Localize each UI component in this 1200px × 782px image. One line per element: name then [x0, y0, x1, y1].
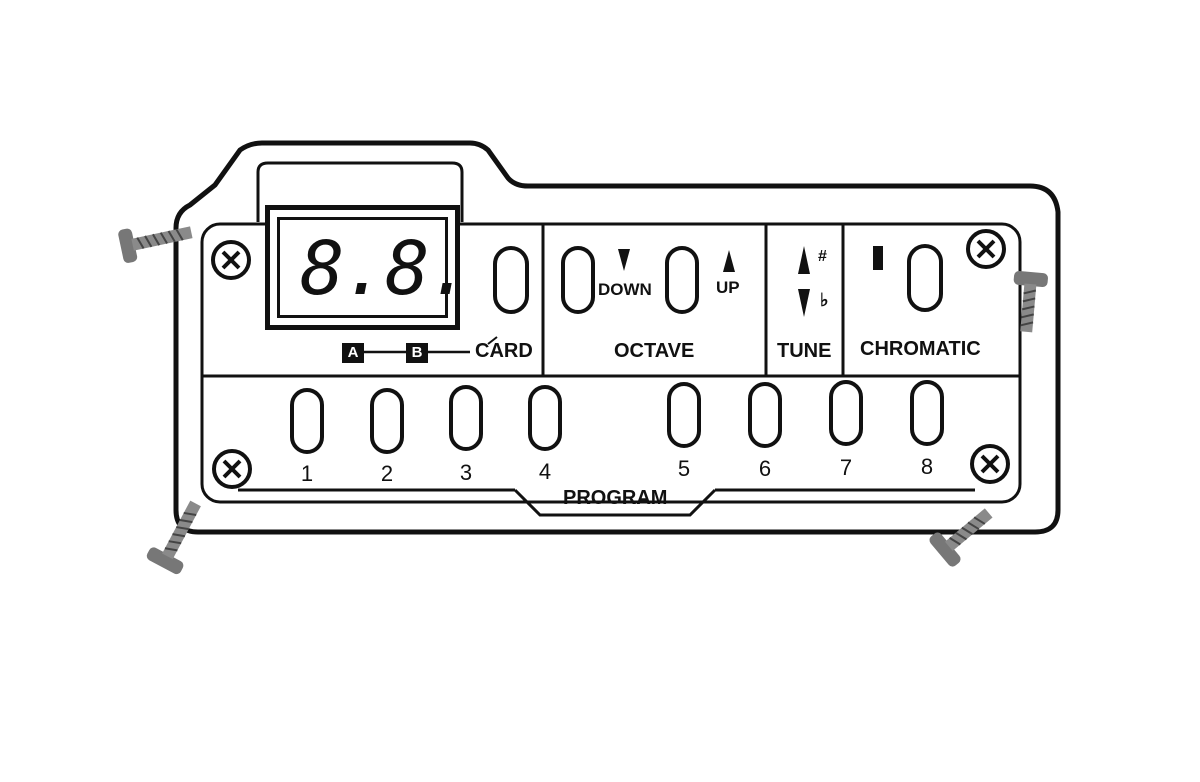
program-number-4: 4: [538, 459, 552, 484]
program-button-6[interactable]: [748, 382, 782, 448]
octave-down-label: DOWN: [598, 280, 652, 299]
program-title: PROGRAM: [563, 487, 668, 509]
program-number-7: 7: [839, 455, 853, 480]
tune-sharp-triangle-icon[interactable]: [798, 246, 810, 274]
led-display: 8.8.: [265, 205, 472, 330]
program-number-5: 5: [677, 456, 691, 481]
octave-down-button[interactable]: [561, 246, 595, 314]
octave-title: OCTAVE: [614, 340, 695, 362]
octave-up-button[interactable]: [665, 246, 699, 314]
tune-title: TUNE: [777, 340, 832, 362]
triangle-up-icon: [723, 250, 735, 272]
program-button-1[interactable]: [290, 388, 324, 454]
card-label: CARD: [475, 340, 533, 362]
program-button-2[interactable]: [370, 388, 404, 454]
program-button-7[interactable]: [829, 380, 863, 446]
chromatic-button[interactable]: [907, 244, 943, 312]
triangle-down-icon: [618, 249, 630, 271]
octave-up-label: UP: [716, 278, 740, 297]
program-number-2: 2: [380, 461, 394, 486]
display-digits: 8.8.: [300, 226, 472, 312]
card-button[interactable]: [493, 246, 529, 314]
program-button-8[interactable]: [910, 380, 944, 446]
tune-sharp-symbol: #: [818, 248, 827, 265]
program-button-3[interactable]: [449, 385, 483, 451]
card-a-indicator: A: [342, 343, 364, 363]
tune-flat-triangle-icon[interactable]: [798, 289, 810, 317]
program-button-5[interactable]: [667, 382, 701, 448]
program-number-8: 8: [920, 454, 934, 479]
chromatic-title: CHROMATIC: [860, 338, 981, 360]
program-number-1: 1: [300, 461, 314, 486]
program-number-6: 6: [758, 456, 772, 481]
program-button-4[interactable]: [528, 385, 562, 451]
card-b-indicator: B: [406, 343, 428, 363]
led-indicator-icon: [873, 246, 883, 270]
program-number-3: 3: [459, 460, 473, 485]
tune-flat-symbol: ♭: [820, 290, 829, 310]
